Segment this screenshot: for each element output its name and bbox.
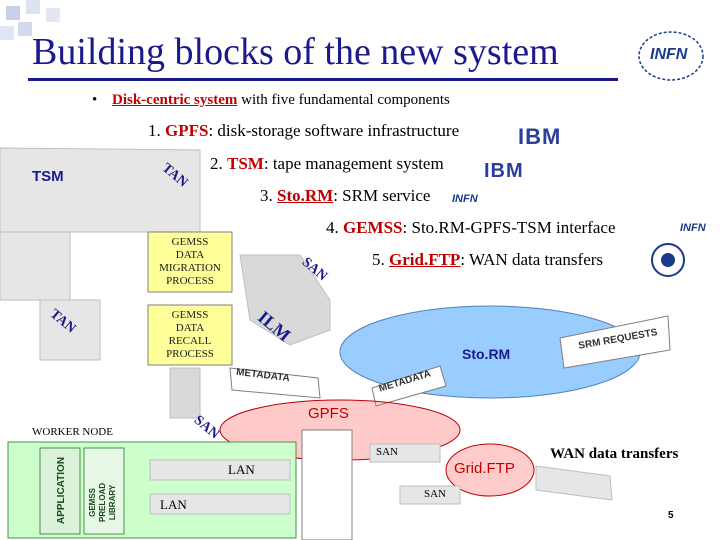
item-name: TSM (227, 154, 264, 173)
item-name: Sto.RM (277, 186, 334, 205)
line: PROCESS (166, 275, 214, 287)
san-label-small-2: SAN (424, 488, 447, 500)
storm-label: Sto.RM (462, 346, 511, 362)
component-item-gpfs: 1. GPFS: disk-storage software infrastru… (148, 121, 459, 141)
line: MIGRATION (159, 262, 221, 274)
item-number: 4. (326, 218, 343, 237)
lan-arrow-1 (149, 459, 291, 481)
gpfs-data-column (301, 429, 353, 540)
item-description: : SRM service (333, 186, 431, 205)
wan-transfers-label: WAN data transfers (550, 446, 679, 462)
gemss-migration-label: GEMSS DATA MIGRATION PROCESS (148, 236, 232, 288)
decorative-squares (0, 0, 90, 50)
wan-arrow (535, 465, 613, 501)
san-arrow-1 (369, 443, 441, 463)
page-number: 5 (668, 510, 674, 521)
gemss-migration-box (147, 231, 233, 293)
infn-logo-small-1: INFN (452, 193, 478, 205)
item-name: Grid.FTP (389, 250, 461, 269)
line: GEMSS (171, 309, 209, 321)
application-label: APPLICATION (56, 456, 67, 524)
line: GEMSS (171, 236, 209, 248)
item-description: : tape management system (263, 154, 444, 173)
infn-logo-small-2: INFN (680, 222, 706, 234)
line: GEMSS (88, 487, 97, 517)
infn-logo-icon (638, 31, 704, 81)
line: PRELOAD (98, 482, 107, 522)
line: DATA (175, 322, 205, 334)
gemss-recall-box (147, 304, 233, 366)
srm-requests-banner (559, 315, 671, 369)
item-number: 5. (372, 250, 389, 269)
san-label-small-1: SAN (376, 446, 399, 458)
metadata-banner-right (371, 365, 447, 407)
lan-arrow-2 (149, 493, 291, 515)
tsm-column (169, 367, 201, 419)
ibm-logo-2: IBM (484, 160, 524, 182)
bullet-dot: • (92, 92, 98, 108)
grid-logo-core (661, 253, 675, 267)
item-description: : WAN data transfers (460, 250, 604, 269)
gridftp-label: Grid.FTP (454, 460, 515, 477)
intro-bullet: • Disk-centric system with five fundament… (92, 92, 450, 109)
item-name: GEMSS (343, 218, 403, 237)
infn-logo-text: INFN (650, 46, 688, 63)
title-underline (28, 78, 618, 81)
preload-box (83, 447, 125, 535)
component-item-gemss: 4. GEMSS: Sto.RM-GPFS-TSM interface (326, 218, 616, 238)
lan-label-1: LAN (228, 462, 255, 477)
application-box (39, 447, 81, 535)
gemss-recall-label: GEMSS DATA RECALL PROCESS (148, 309, 232, 361)
tan-arrow-left-tail (39, 299, 101, 361)
tan-arrow-left (0, 231, 71, 301)
line: LIBRARY (108, 484, 117, 521)
item-description: : disk-storage software infrastructure (208, 121, 460, 140)
gpfs-label: GPFS (308, 405, 349, 422)
infn-logo: INFN (636, 28, 706, 84)
item-number: 3. (260, 186, 277, 205)
line: PROCESS (166, 348, 214, 360)
ibm-logo-1: IBM (518, 124, 562, 149)
item-number: 2. (210, 154, 227, 173)
lan-label-2: LAN (160, 497, 187, 512)
tsm-label: TSM (32, 168, 64, 185)
item-number: 1. (148, 121, 165, 140)
san-arrow-2 (399, 485, 461, 505)
bullet-highlight: Disk-centric system (112, 92, 238, 108)
component-item-storm: 3. Sto.RM: SRM service (260, 186, 430, 206)
item-name: GPFS (165, 121, 209, 140)
gridftp-oval (445, 443, 535, 497)
item-description: : Sto.RM-GPFS-TSM interface (402, 218, 616, 237)
line: RECALL (168, 335, 212, 347)
page-title: Building blocks of the new system (32, 31, 559, 73)
component-item-gridftp: 5. Grid.FTP: WAN data transfers (372, 250, 603, 270)
bullet-text: with five fundamental components (237, 92, 450, 108)
line: DATA (175, 249, 205, 261)
worker-node-label: WORKER NODE (32, 426, 113, 438)
metadata-banner-left (229, 367, 321, 399)
preload-library-label: GEMSS PRELOAD LIBRARY (88, 483, 118, 522)
ilm-arrow (239, 254, 331, 346)
component-item-tsm: 2. TSM: tape management system (210, 154, 444, 174)
tsm-arrow (0, 147, 201, 233)
